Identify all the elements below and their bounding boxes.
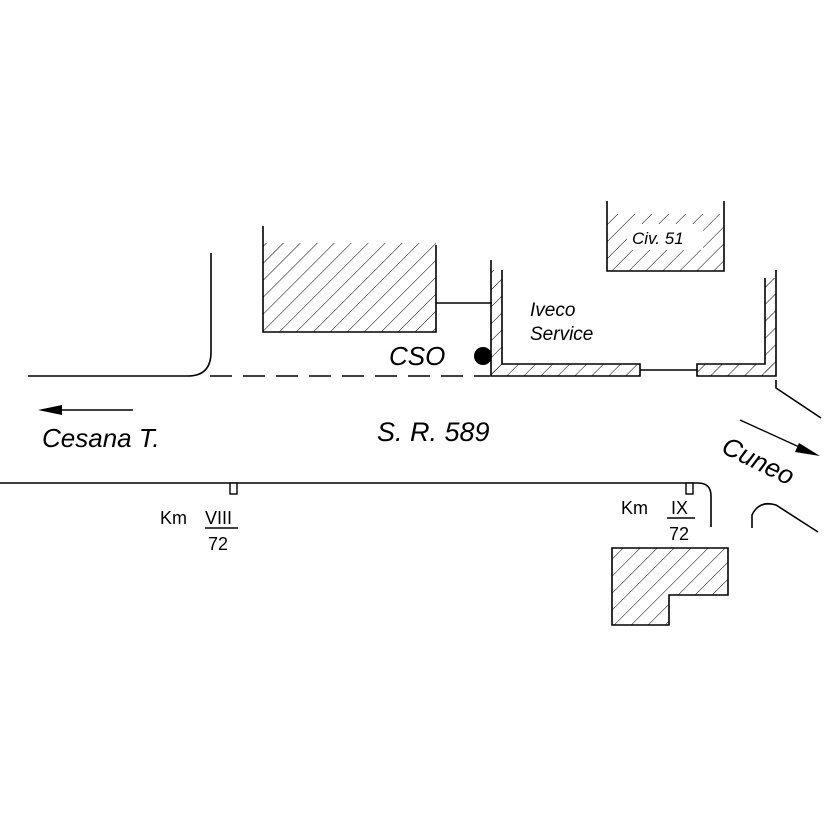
service-label: Service — [530, 324, 593, 345]
building-northwest — [263, 243, 436, 332]
building-southeast — [611, 547, 729, 626]
km-prefix: Km — [621, 498, 648, 518]
civ-51-label: Civ. 51 — [632, 229, 684, 248]
cuneo-label: Cuneo — [717, 430, 799, 491]
cesana-label: Cesana T. — [42, 423, 160, 453]
iveco-building — [490, 260, 777, 377]
km-sub: 72 — [669, 524, 689, 544]
road-north-edge — [28, 253, 490, 377]
arrow-left-icon — [38, 405, 133, 415]
km-sub: 72 — [208, 534, 228, 554]
km-marker-viii: Km VIII 72 — [160, 508, 238, 554]
km-prefix: Km — [160, 508, 187, 528]
road-name-label: S. R. 589 — [377, 417, 490, 447]
arrow-right-icon — [739, 419, 820, 456]
building-northwest-outline — [262, 226, 437, 333]
cso-marker-icon — [474, 347, 492, 365]
km-post-ix — [685, 482, 694, 495]
km-numeral: IX — [671, 498, 688, 518]
building-civ-51-outline — [606, 201, 725, 272]
side-road-cuneo — [751, 380, 822, 533]
cso-label: CSO — [389, 341, 445, 371]
civ-label-backdrop — [627, 224, 703, 250]
km-post-viii — [229, 482, 238, 495]
road-south-edge — [0, 482, 712, 527]
km-numeral: VIII — [205, 508, 232, 528]
km-marker-ix: Km IX 72 — [621, 498, 695, 544]
iveco-label: Iveco — [530, 300, 575, 321]
